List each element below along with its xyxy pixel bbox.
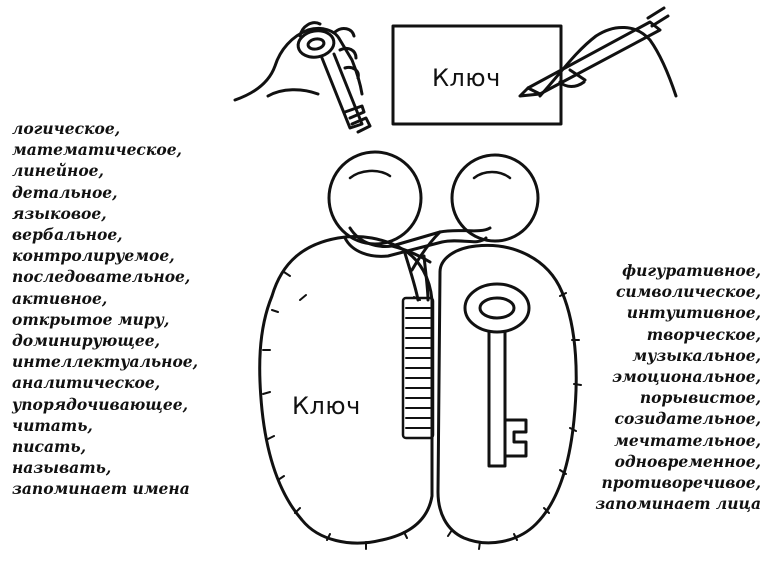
left-trait: упорядочивающее, (12, 394, 198, 415)
right-hemisphere (438, 245, 576, 542)
left-trait: называть, (12, 457, 198, 478)
right-trait: символическое, (595, 281, 761, 302)
left-trait: доминирующее, (12, 330, 198, 351)
left-trait: вербальное, (12, 224, 198, 245)
right-trait: противоречивое, (595, 472, 761, 493)
left-trait: писать, (12, 436, 198, 457)
left-trait: последовательное, (12, 266, 198, 287)
right-eye (452, 155, 538, 241)
right-trait: интуитивное, (595, 302, 761, 323)
brain-label: Ключ (292, 392, 361, 420)
key-icon (465, 284, 529, 466)
pen-icon (520, 8, 668, 96)
left-trait: логическое, (12, 118, 198, 139)
left-trait: детальное, (12, 182, 198, 203)
right-trait: созидательное, (595, 408, 761, 429)
left-hemisphere-traits: логическое, математическое, линейное, де… (12, 118, 198, 500)
right-trait: эмоциональное, (595, 366, 761, 387)
left-hemisphere (260, 237, 432, 544)
left-trait: аналитическое, (12, 372, 198, 393)
left-trait: запоминает имена (12, 478, 198, 499)
right-hemisphere-traits: фигуративное, символическое, интуитивное… (595, 260, 761, 514)
left-trait: математическое, (12, 139, 198, 160)
corpus-callosum (404, 250, 418, 300)
right-trait: мечтательное, (595, 430, 761, 451)
right-trait: музыкальное, (595, 345, 761, 366)
right-trait: одновременное, (595, 451, 761, 472)
left-trait: читать, (12, 415, 198, 436)
right-trait: порывистое, (595, 387, 761, 408)
card-label: Ключ (432, 64, 501, 92)
left-eye (329, 152, 421, 244)
right-trait: запоминает лица (595, 493, 761, 514)
left-trait: линейное, (12, 160, 198, 181)
left-trait: интеллектуальное, (12, 351, 198, 372)
left-trait: открытое миру, (12, 309, 198, 330)
left-hand-icon (235, 23, 362, 100)
left-trait: активное, (12, 288, 198, 309)
left-trait: контролируемое, (12, 245, 198, 266)
right-trait: творческое, (595, 324, 761, 345)
right-trait: фигуративное, (595, 260, 761, 281)
left-trait: языковое, (12, 203, 198, 224)
